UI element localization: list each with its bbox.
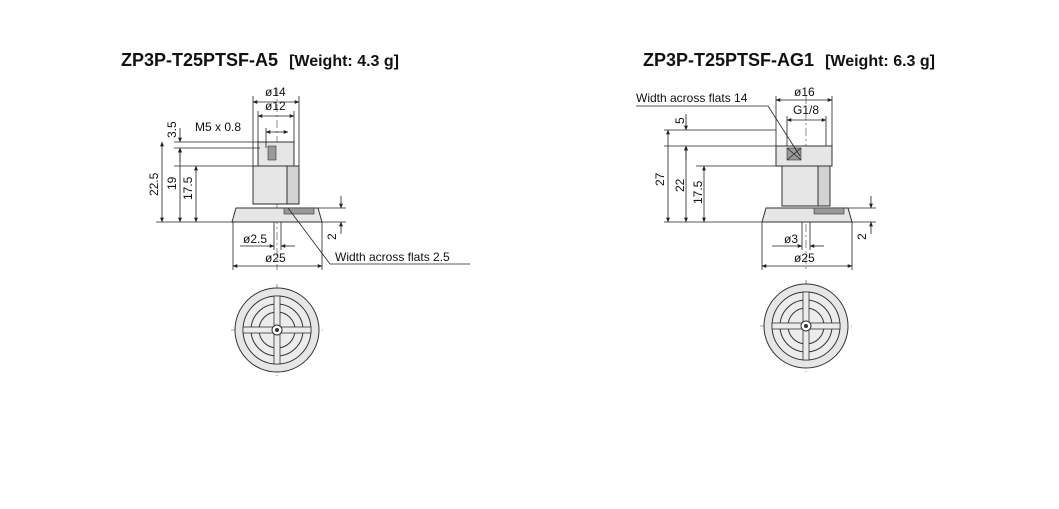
- left-dim-h2: 2: [325, 233, 339, 240]
- right-dim-d16: ø16: [794, 85, 815, 99]
- left-dim-d25: ø25: [265, 251, 286, 265]
- right-dim-h27: 27: [653, 172, 667, 186]
- right-side-view: [761, 96, 853, 270]
- left-dim-thread: M5 x 0.8: [195, 120, 241, 134]
- left-dim-d12: ø12: [265, 99, 286, 113]
- left-dim-h175: 17.5: [181, 176, 195, 200]
- right-dim-h22: 22: [673, 178, 687, 192]
- right-bottom-view: [760, 280, 852, 372]
- left-dim-d14: ø14: [265, 85, 286, 99]
- left-dim-h35: 3.5: [165, 121, 179, 138]
- right-dim-d25: ø25: [794, 251, 815, 265]
- left-dim-h19: 19: [165, 176, 179, 190]
- right-model-name: ZP3P-T25PTSF-AG1: [643, 50, 814, 70]
- left-side-view: [231, 88, 323, 270]
- left-dimensions: ø14 ø12 M5 x 0.8 3.5 22.5 19: [147, 85, 470, 270]
- left-bottom-view: [231, 284, 323, 376]
- left-dim-d25small: ø2.5: [243, 232, 267, 246]
- left-title: ZP3P-T25PTSF-A5 [Weight: 4.3 g]: [121, 50, 399, 70]
- right-dim-d3: ø3: [784, 232, 798, 246]
- left-dim-h225: 22.5: [147, 172, 161, 196]
- right-title: ZP3P-T25PTSF-AG1 [Weight: 6.3 g]: [643, 50, 935, 70]
- left-model-name: ZP3P-T25PTSF-A5: [121, 50, 278, 70]
- right-dim-g18: G1/8: [793, 103, 819, 117]
- left-weight: [Weight: 4.3 g]: [289, 53, 399, 70]
- left-drawing: ZP3P-T25PTSF-A5 [Weight: 4.3 g] ø14: [121, 50, 470, 376]
- right-dim-h2: 2: [855, 233, 869, 240]
- right-dimensions: Width across flats 14 ø16 G1/8 5 27: [636, 85, 876, 270]
- right-dim-h175: 17.5: [691, 180, 705, 204]
- left-dim-flats: Width across flats 2.5: [335, 250, 450, 264]
- right-dim-flats14: Width across flats 14: [636, 91, 748, 105]
- right-drawing: ZP3P-T25PTSF-AG1 [Weight: 6.3 g] Width a…: [636, 50, 935, 372]
- right-dim-h5: 5: [673, 117, 687, 124]
- right-weight: [Weight: 6.3 g]: [825, 53, 935, 70]
